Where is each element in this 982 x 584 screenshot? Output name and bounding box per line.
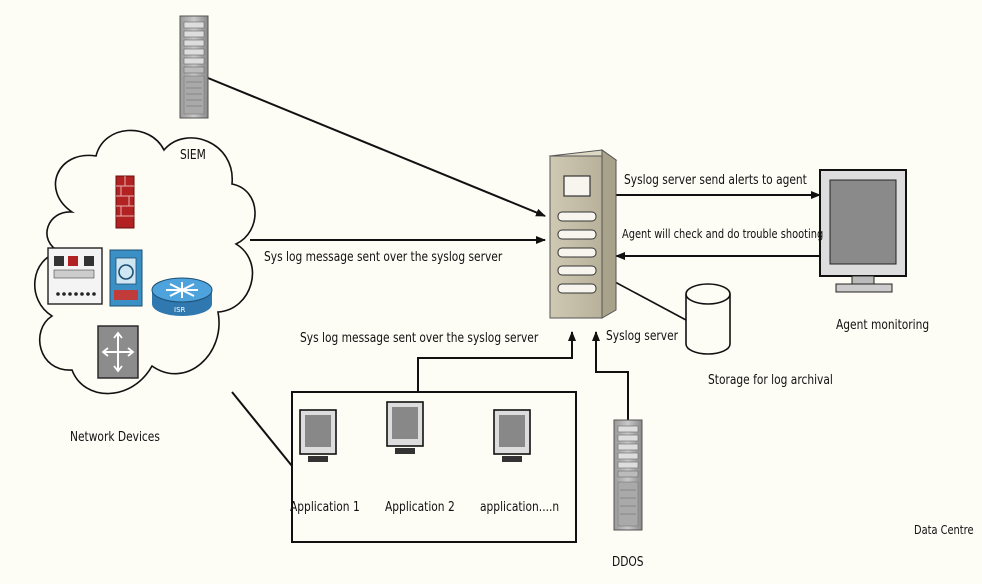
edge-siem-to-syslog bbox=[207, 77, 546, 217]
apps-to-syslog-label: Sys log message sent over the syslog ser… bbox=[300, 331, 539, 346]
agent-monitoring-label: Agent monitoring bbox=[836, 318, 930, 333]
siem-server-icon bbox=[179, 15, 209, 119]
edge-network-to-apps bbox=[231, 391, 293, 467]
syslog-server-label: Syslog server bbox=[606, 329, 679, 344]
security-appliance-icon bbox=[109, 249, 143, 307]
firewall-icon bbox=[115, 175, 135, 229]
application-1-label: Application 1 bbox=[290, 500, 360, 515]
application-1-monitor-icon bbox=[299, 409, 337, 462]
agent-monitor-icon bbox=[819, 169, 907, 293]
edge-apps-to-syslog bbox=[417, 331, 576, 392]
svg-text:ISR: ISR bbox=[174, 306, 186, 314]
network-to-syslog-label: Sys log message sent over the syslog ser… bbox=[264, 250, 503, 265]
application-n-monitor-icon bbox=[493, 409, 531, 462]
edge-ddos-to-syslog bbox=[592, 331, 629, 420]
application-2-label: Application 2 bbox=[385, 500, 455, 515]
network-cloud-icon bbox=[33, 129, 256, 395]
layer3-switch-icon bbox=[97, 325, 139, 379]
router-icon: ISR bbox=[151, 277, 213, 316]
storage-cylinder-icon bbox=[685, 283, 731, 355]
application-2-monitor-icon bbox=[386, 401, 424, 454]
application-n-label: application....n bbox=[480, 500, 560, 515]
ddos-label: DDOS bbox=[612, 555, 644, 570]
applications-box bbox=[291, 391, 577, 543]
agent-to-syslog-label: Agent will check and do trouble shooting bbox=[622, 227, 824, 241]
switch-panel-icon bbox=[47, 247, 103, 305]
data-centre-label: Data Centre bbox=[914, 523, 974, 537]
siem-label: SIEM bbox=[180, 148, 206, 163]
storage-label: Storage for log archival bbox=[708, 373, 833, 388]
edge-syslog-to-storage bbox=[614, 281, 687, 321]
syslog-server-icon bbox=[548, 149, 618, 319]
network-devices-label: Network Devices bbox=[70, 430, 160, 445]
ddos-server-icon bbox=[613, 419, 643, 531]
syslog-to-agent-label: Syslog server send alerts to agent bbox=[624, 173, 807, 188]
